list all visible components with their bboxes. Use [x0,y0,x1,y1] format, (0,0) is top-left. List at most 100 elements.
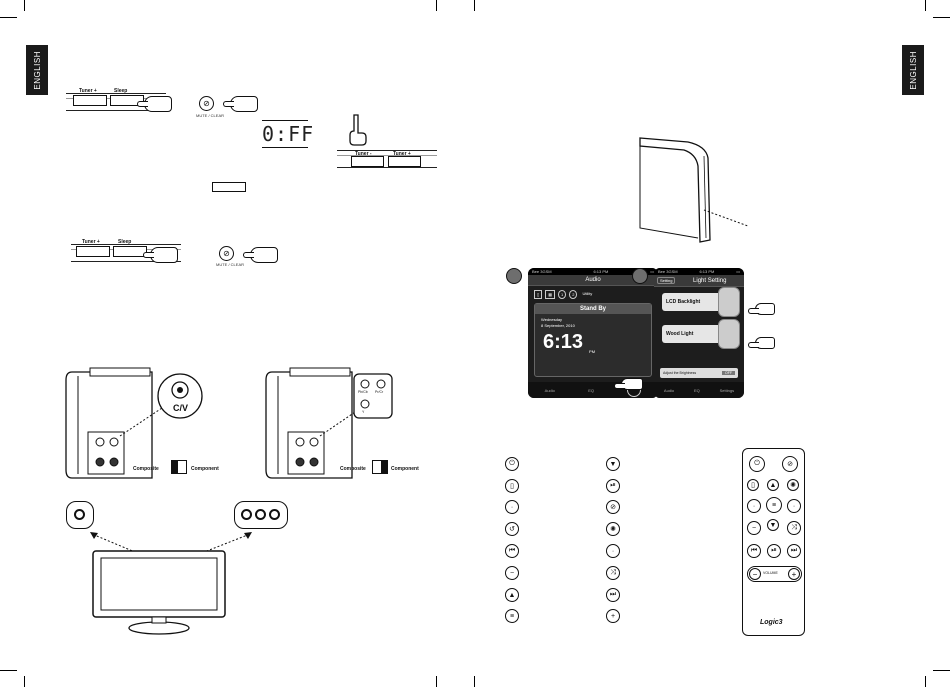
composite-label: Composite [340,466,366,472]
eq-icon: ≡ [505,609,519,623]
mute-icon: ⊘ [606,500,620,514]
standby-panel: Stand By Wednesday 8 September, 2010 6:1… [534,303,652,377]
remote-mute-button: ⊘ [782,456,798,472]
mute-icon: ⊘ [219,246,234,261]
status-bar: Bee 3GSM 6:13 PM ▭ [654,268,744,275]
ipod-source-icon[interactable]: ▯ [534,290,543,299]
tuner-minus-button [351,156,384,167]
trim-mark [925,0,926,11]
lcd-backlight-toggle[interactable] [718,287,740,317]
tuner-plus-label: Tuner + [79,88,97,94]
tab-audio[interactable]: Audio [544,387,555,393]
battery-icon: ▭ [736,269,740,274]
composite-input-box [66,501,94,529]
pointing-hand-icon [223,96,258,112]
back-button[interactable]: Setting [657,277,676,284]
lcd-display: 0:FF [262,120,315,148]
lcd-backlight-row: LCD Backlight [662,287,740,317]
remote-dimmer-button: ✺ [787,479,799,491]
tuner-plus-button [76,246,110,257]
tv-icon [92,550,226,635]
sleep-button [113,246,147,257]
tuner-plus-label: Tuner + [393,151,411,157]
pb-label: Pb/Cb [358,390,368,394]
pointing-hand-down-icon [349,114,367,146]
battery-icon: ▭ [650,269,654,274]
brand-logo: Logic3 [760,619,783,626]
trim-mark [474,0,475,11]
status-bar: Bee 3GSM 6:13 PM ▭ [528,268,658,275]
volume-down-icon: − [749,568,761,580]
tuner-plus-button [73,95,107,106]
button-bar [337,150,437,168]
power-icon: ⏻ [505,457,519,471]
trim-mark [925,676,926,687]
status-time: 6:13 PM [699,269,715,274]
component-label: Component [391,466,419,472]
source-row: ▯ ▦ 1 2 Utility [528,286,658,303]
mute-icon: ⊘ [199,96,214,111]
cv-label: C/V [173,403,189,413]
ipod-icon: ▯ [505,479,519,493]
mute-caption: MUTE / CLEAR [216,262,245,267]
brightness-switch[interactable]: OFF [722,371,735,375]
volume-label: VOLUME [763,571,778,575]
remote-control: ⏻ ⊘ ▯ ▲ ✺ · ≡ · − ▼ ⤨ ⏮ ⏯ ⏭ − VOLUME + L… [742,448,805,636]
component-label: Component [191,466,219,472]
pointing-hand-icon [614,378,643,390]
trim-mark [436,676,437,687]
trim-mark [436,0,437,11]
aux1-source-icon[interactable]: 1 [557,290,567,299]
tab-settings[interactable]: Settings [719,387,735,393]
lcd-backlight-label: LCD Backlight [666,299,701,305]
trim-mark [0,17,17,18]
carrier-text: Bee 3GSM [532,269,552,274]
back-panel-composite [65,367,203,479]
utility-source[interactable]: Utility [582,291,593,296]
trim-mark [933,670,950,671]
aux2-source-icon[interactable]: 2 [569,290,578,299]
standby-clock: 6:13 [543,331,584,353]
sleep-button [110,95,144,106]
composite-switch [171,460,187,474]
remote-select-button: · [787,499,801,513]
pointing-hand-icon [137,96,172,112]
down-icon: ▼ [606,457,620,471]
previous-icon: ⏮ [505,544,519,558]
tuner-plus-button [388,156,421,167]
trim-mark [474,676,475,687]
pointing-hand-icon [243,247,278,263]
tab-audio[interactable]: Audio [663,387,675,393]
repeat-icon: ↺ [505,522,519,536]
select-icon: · [606,544,620,558]
wood-light-row: Wood Light [662,319,740,349]
remote-down-button: ▼ [767,519,779,531]
language-tab-label: ENGLISH [32,50,42,90]
composite-label: Composite [133,466,159,472]
mute-caption: MUTE / CLEAR [196,113,225,118]
remote-shuffle-button: ⤨ [787,521,801,535]
small-box [212,182,246,192]
back-panel-component [265,367,393,479]
pointing-hand-icon [748,303,775,315]
up-icon: ▲ [505,588,519,602]
shuffle-icon: ⤨ [606,566,620,580]
trim-mark [24,676,25,687]
remote-mode-button: · [747,499,761,513]
radio-source-icon[interactable]: ▦ [545,290,555,299]
wood-light-toggle[interactable] [718,319,740,349]
remote-previous-button: ⏮ [747,544,761,558]
mode-icon: · [505,500,519,514]
sleep-label: Sleep [114,88,128,94]
component-input-box [234,501,288,529]
pr-label: Pr/Cr [375,390,384,394]
unit-side-view [639,137,749,243]
remote-ipod-button: ▯ [747,479,759,491]
trim-mark [933,17,950,18]
tab-eq[interactable]: EQ [694,387,700,393]
next-icon: ⏭ [606,588,620,602]
pointing-hand-icon [748,337,775,349]
tab-eq[interactable]: EQ [588,387,594,393]
remote-eq-button: ≡ [766,497,782,513]
screen-title: Light Setting [693,277,727,284]
